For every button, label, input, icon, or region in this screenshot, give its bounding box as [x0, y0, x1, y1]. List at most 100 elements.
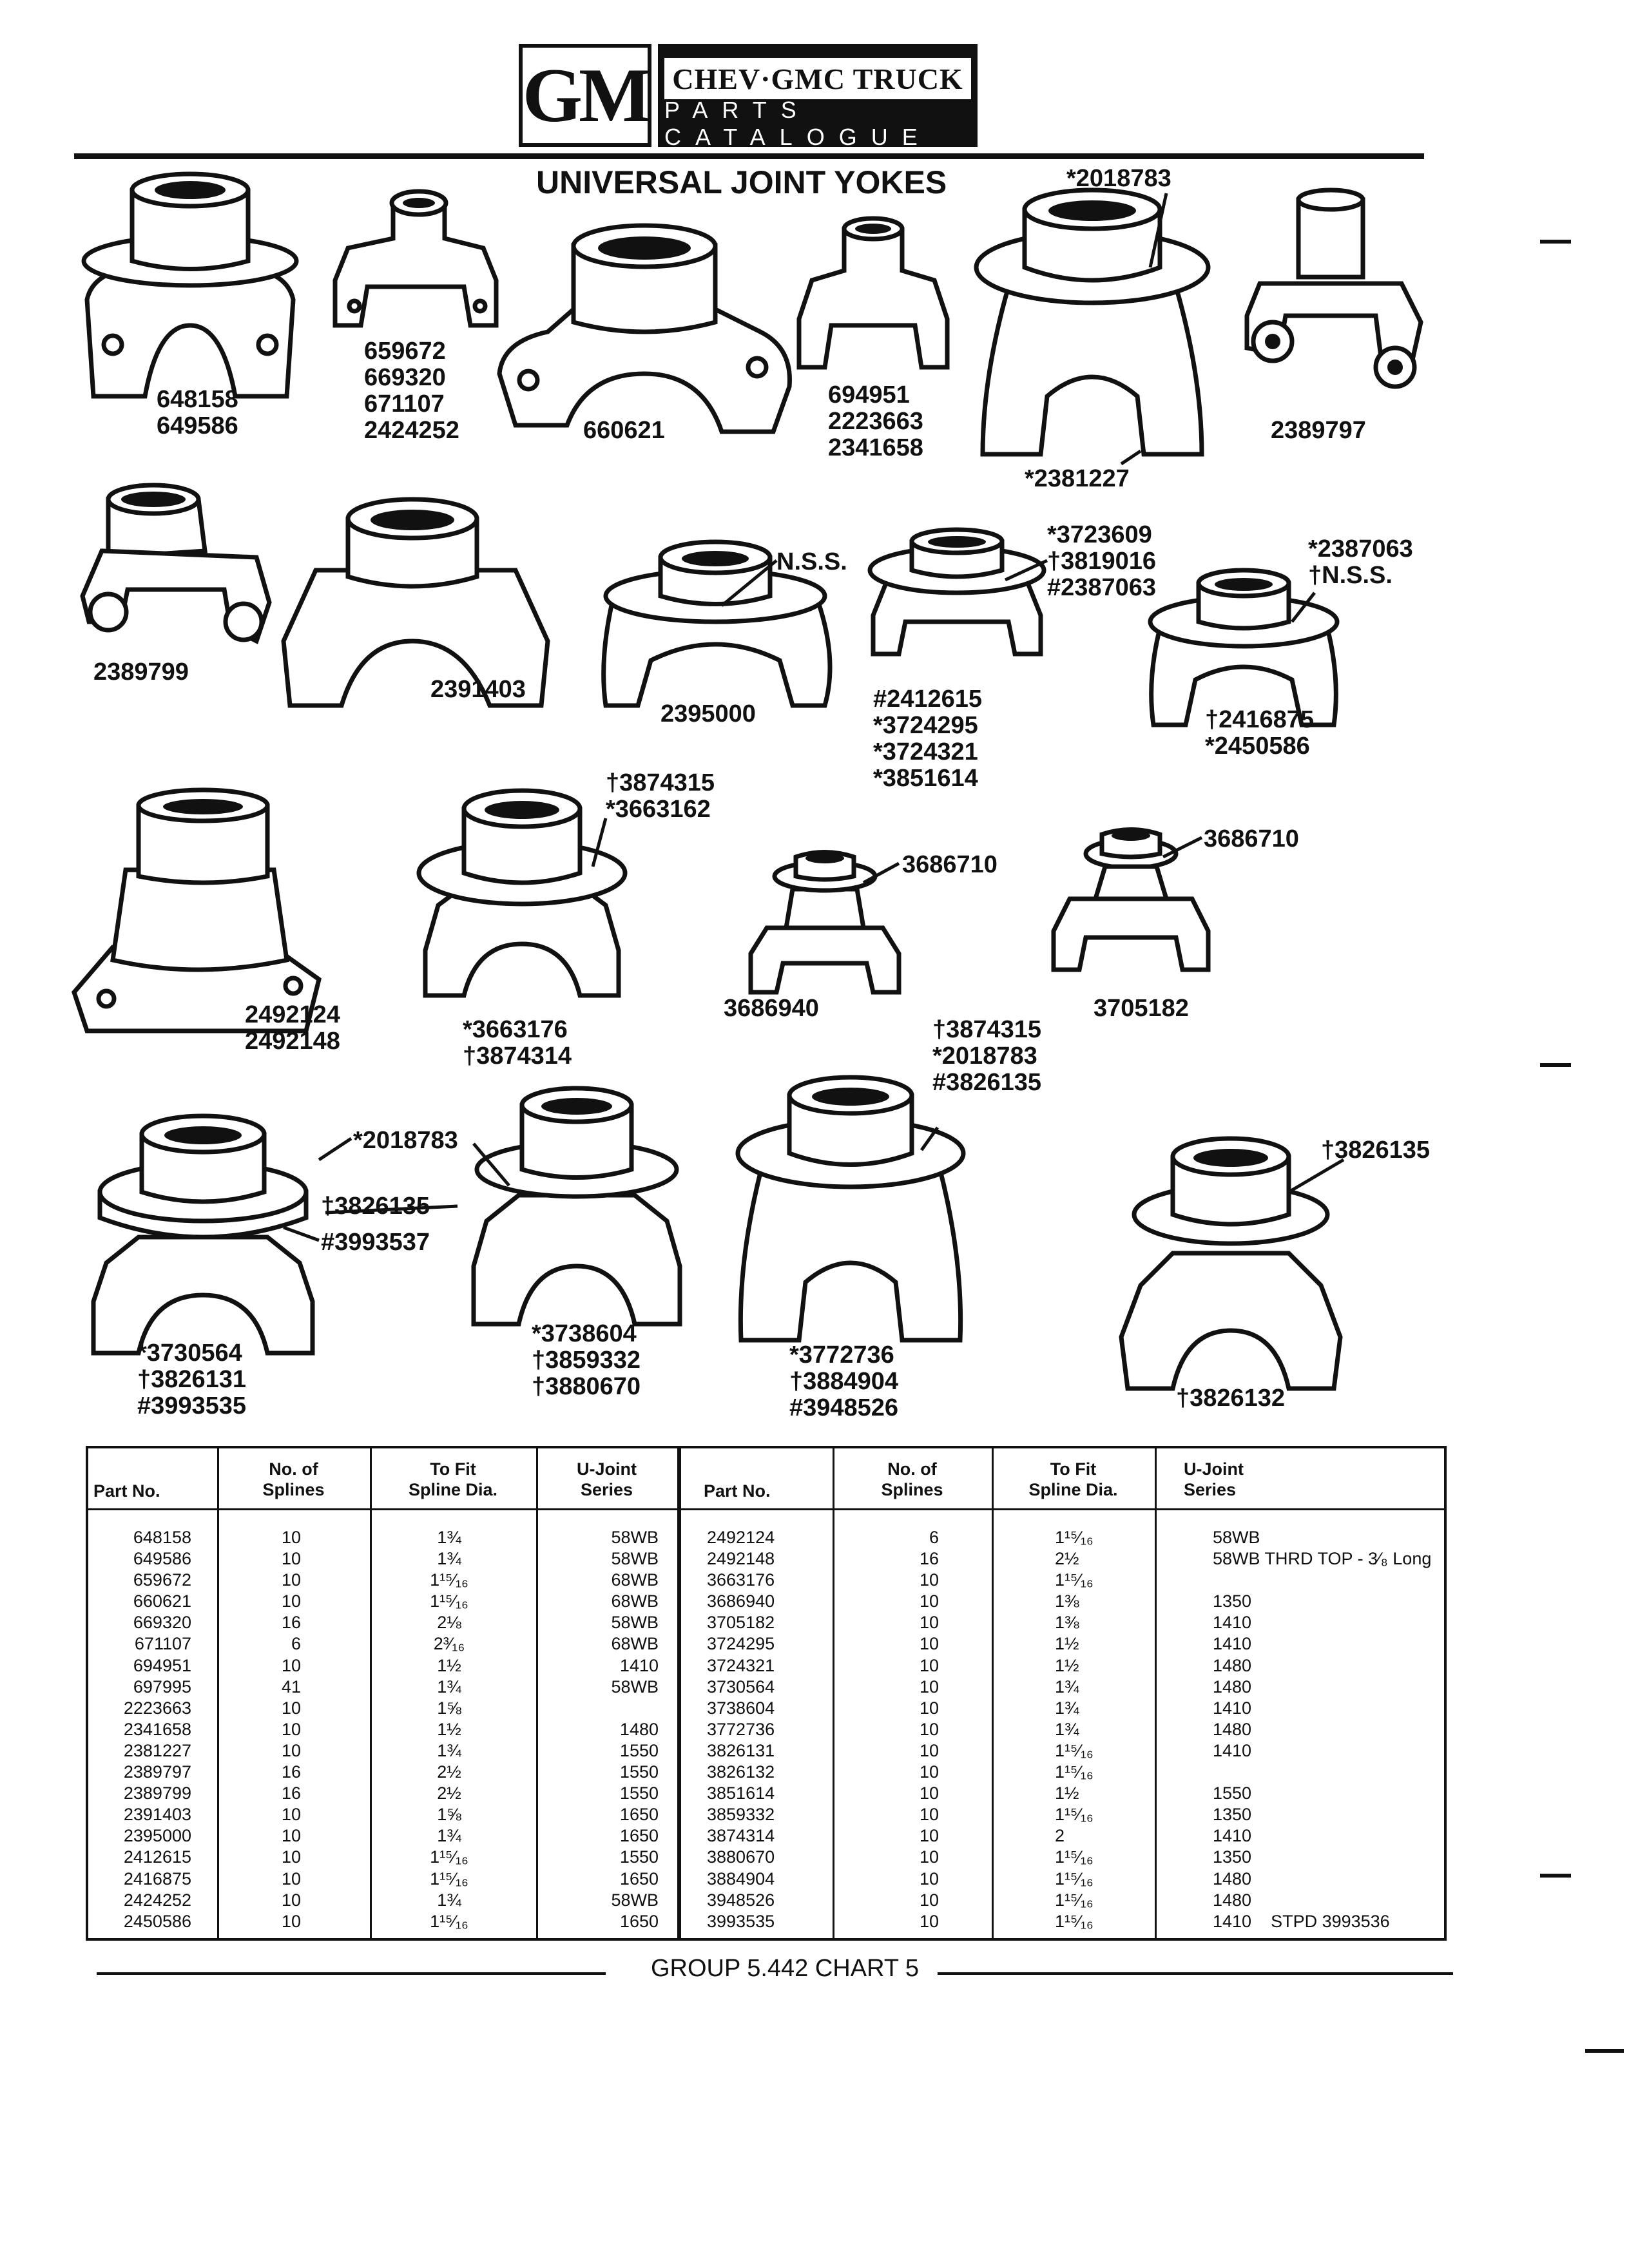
table-cell: 16	[281, 1783, 301, 1803]
table-cell: 41	[281, 1677, 301, 1696]
callout-2412615: #2412615*3724295*3724321*3851614	[873, 686, 983, 792]
yoke-illustration-2492124	[72, 787, 322, 1033]
yoke-illustration-694951	[796, 216, 950, 370]
table-cell: 10	[919, 1591, 939, 1611]
table-cell: 1480	[1213, 1890, 1252, 1910]
yoke-illustration-3663176	[416, 788, 628, 998]
table-cell: 1¹⁵⁄₁₆	[430, 1847, 468, 1867]
yoke-illustration-2391403	[281, 497, 550, 708]
table-cell: 10	[281, 1655, 301, 1675]
table-cell: 3730564	[707, 1677, 775, 1696]
callout-3663176: *3663176†3874314	[463, 1016, 572, 1070]
table-cell: 1⅝	[437, 1805, 461, 1825]
table-cell: 669320	[133, 1613, 191, 1633]
table-cell: 3993535	[707, 1911, 775, 1931]
callout-660621: 660621	[583, 417, 665, 444]
table-cell: 1350	[1213, 1847, 1252, 1867]
table-cell: 1½	[437, 1655, 461, 1675]
header-part-no-left: Part No.	[93, 1481, 160, 1501]
yoke-illustration-2450586	[1148, 568, 1340, 727]
callout-3993537: #3993537	[321, 1229, 430, 1256]
table-cell: 1410	[1213, 1698, 1252, 1718]
table-cell: 1¹⁵⁄₁₆	[1055, 1528, 1094, 1547]
table-cell: 3663176	[707, 1570, 775, 1590]
leader-lines	[283, 193, 1345, 1242]
table-cell: 10	[919, 1890, 939, 1910]
table-cell: 1550	[619, 1740, 659, 1760]
table-cell: 10	[919, 1613, 939, 1633]
table-cell: 58WB	[611, 1677, 659, 1696]
table-cell: 1¾	[437, 1740, 461, 1760]
table-cell: 10	[919, 1826, 939, 1846]
table-cell: 671107	[134, 1634, 191, 1654]
table-cell: 1½	[1055, 1783, 1079, 1803]
table-cell: 10	[281, 1869, 301, 1888]
margin-mark	[1585, 2049, 1624, 2053]
table-cell: 1480	[1213, 1869, 1252, 1888]
table-cell: 1350	[1213, 1805, 1252, 1825]
table-cell: 10	[919, 1655, 939, 1675]
table-cell: 1480	[619, 1719, 659, 1739]
table-cell: 58WB	[611, 1549, 659, 1569]
table-cell: 1480	[1213, 1719, 1252, 1739]
table-cell: 1650	[619, 1869, 659, 1888]
table-cell: 1410	[619, 1655, 659, 1675]
table-cell: 58WB	[611, 1613, 659, 1633]
yoke-illustration-3730564	[91, 1113, 315, 1356]
table-cell: 10	[919, 1677, 939, 1696]
table-cell: 1½	[1055, 1655, 1079, 1675]
callout-3826135-a: †3826135	[321, 1193, 430, 1220]
table-cell: 1⅜	[1055, 1591, 1079, 1611]
table-cell: 1⅜	[1055, 1613, 1079, 1633]
page-title: UNIVERSAL JOINT YOKES	[536, 164, 947, 200]
table-cell: 10	[919, 1847, 939, 1867]
table-cell: 2341658	[123, 1719, 191, 1739]
yoke-illustration-659672	[333, 189, 499, 328]
table-cell: 1350	[1213, 1591, 1252, 1611]
table-cell: 10	[281, 1805, 301, 1825]
gm-logo: GM	[519, 44, 651, 147]
table-cell: 3826132	[707, 1762, 775, 1782]
table-cell: 10	[919, 1805, 939, 1825]
table-cell: 68WB	[611, 1634, 659, 1654]
table-cell: 6	[929, 1528, 939, 1547]
table-cell: 2450586	[123, 1911, 191, 1931]
table-cell: 1½	[1055, 1634, 1079, 1654]
table-cell: 2³⁄₁₆	[433, 1634, 465, 1654]
table-cell: 10	[919, 1570, 939, 1590]
table-cell: 3772736	[707, 1719, 775, 1739]
callout-nss: N.S.S.	[776, 548, 847, 575]
table-cell: 10	[281, 1911, 301, 1931]
table-cell: 58WB THRD TOP - 3⁄₈ Long	[1213, 1549, 1432, 1569]
callout-2389797: 2389797	[1271, 417, 1366, 444]
table-cell: 648158	[133, 1528, 191, 1547]
table-cell: 10	[919, 1740, 939, 1760]
table-cell: 6	[291, 1634, 301, 1654]
table-cell: 1¹⁵⁄₁₆	[430, 1911, 468, 1931]
table-cell: 1¾	[437, 1677, 461, 1696]
table-cell: 1¹⁵⁄₁₆	[1055, 1890, 1094, 1910]
callout-3730564: *3730564†3826131#3993535	[137, 1340, 247, 1419]
table-cell: 659672	[133, 1570, 191, 1590]
table-cell: 2391403	[123, 1805, 191, 1825]
table-cell: 1410 STPD 3993536	[1213, 1911, 1390, 1931]
callout-3723609: *3723609†3819016#2387063	[1047, 521, 1157, 601]
table-cell	[1213, 1570, 1445, 1591]
table-cell: 3738604	[707, 1698, 775, 1718]
table-cell: 2⅛	[437, 1613, 461, 1633]
callout-2018783-b: *2018783	[353, 1127, 458, 1154]
table-cell: 1650	[619, 1911, 659, 1931]
callout-2387063: *2387063†N.S.S.	[1308, 535, 1413, 589]
table-cell: 1650	[619, 1826, 659, 1846]
